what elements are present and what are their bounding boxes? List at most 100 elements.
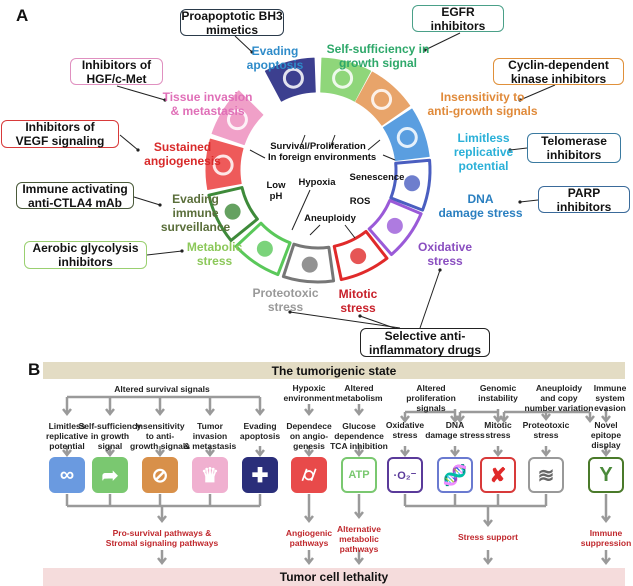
panel-a-letter: A <box>16 6 29 25</box>
drug-box-glycolysis-inhibitors: Aerobic glycolysis inhibitors <box>24 241 147 269</box>
tumorigenic-state-bar: The tumorigenic state <box>43 362 625 379</box>
atp-icon: ATP <box>341 457 377 493</box>
outcome-angiogenic: Angiogenic pathways <box>285 528 333 548</box>
flow-arrow <box>304 515 314 524</box>
inner-arrow <box>344 224 356 239</box>
flow-arrow <box>400 449 410 458</box>
drug-box-anti-ctla4: Immune activating anti-CTLA4 mAb <box>16 182 134 210</box>
chromosome-segment <box>332 229 389 282</box>
hallmark-label-insensitivity: Insensitivity to anti-growth signals <box>427 90 538 118</box>
ros-label: ROS <box>349 196 371 207</box>
superoxide-icon: ·O₂⁻ <box>387 457 423 493</box>
hallmark-label: Tumor invasion & metastasis <box>183 421 237 451</box>
chromosome-icon: ✘ <box>480 457 516 493</box>
hallmark-label-angiogenesis: Sustained angiogenesis <box>144 140 221 168</box>
hallmark-label-self-sufficiency: Self-sufficiency in growth signal <box>326 42 430 70</box>
drug-arrow <box>146 250 183 256</box>
flow-arrow <box>255 449 265 458</box>
hallmark-label-invasion: Tissue invasion & metastasis <box>162 90 253 118</box>
outcome-pro-survival: Pro-survival pathways & Stromal signalin… <box>105 528 219 548</box>
hallmark-label-oxidative: Oxidative stress <box>417 240 473 268</box>
hallmark-label: Limitless replicative potential <box>45 421 89 451</box>
inner-arrow <box>291 189 311 231</box>
hallmark-label: Novel epitope display <box>590 420 622 450</box>
flow-arrow <box>541 449 551 458</box>
no-sign-icon: ⊘ <box>142 457 178 493</box>
flow-arrow <box>304 408 314 417</box>
group-altered-survival: Altered survival signals <box>114 384 210 394</box>
group-aneuploidy: Aneuploidy and copy number variation <box>524 383 594 413</box>
drug-box-egfr-inhibitors: EGFR inhibitors <box>412 5 504 33</box>
flow-arrow <box>483 557 493 566</box>
hallmark-label: Proteotoxic stress <box>522 420 570 440</box>
chromosome-icon <box>350 248 367 265</box>
group-immune-evasion: Immune system evasion <box>593 383 627 413</box>
arrow-icon <box>332 67 354 89</box>
dna-segment <box>389 158 432 212</box>
drug-arrow <box>133 196 161 206</box>
flow-arrow <box>601 515 611 524</box>
flow-arrow <box>255 408 265 417</box>
antibody-icon: Y <box>588 457 624 493</box>
inner-arrow <box>382 154 396 161</box>
outcome-immune-suppression: Immune suppression <box>580 528 632 548</box>
flow-arrow <box>354 511 364 520</box>
hallmark-label: Mitotic stress <box>484 420 512 440</box>
protein-icon <box>301 256 318 273</box>
hallmark-label-immune: Evading immune surveillance <box>160 192 231 234</box>
hallmark-label-dna-damage: DNA damage stress <box>438 192 523 220</box>
hallmark-label: Dependece on angio- genesis <box>286 421 332 451</box>
vessel-icon: ⌭ <box>291 457 327 493</box>
drug-box-anti-inflammatory: Selective anti- inflammatory drugs <box>360 328 490 357</box>
panel-b-letter: B <box>28 360 41 379</box>
hallmark-label: Evading apoptosis <box>239 421 281 441</box>
hallmark-label: Glucose dependence TCA inhibition <box>330 421 388 451</box>
atp-icon <box>256 240 273 257</box>
protein-icon: ≋ <box>528 457 564 493</box>
outcome-stress-support: Stress support <box>458 532 518 542</box>
drug-box-vegf-inhibitors: Inhibitors of VEGF signaling <box>1 120 119 148</box>
drug-box-bh3-mimetics: Proapoptotic BH3 mimetics <box>180 8 284 37</box>
arrow-head <box>438 268 442 272</box>
dna-icon: 🧬 <box>437 457 473 493</box>
hallmark-label-proteotoxic: Proteotoxic stress <box>252 286 319 314</box>
flow-arrow <box>601 449 611 458</box>
no-sign-segment <box>355 71 411 126</box>
drug-arrow <box>116 85 166 101</box>
group-genomic-instability: Genomic instability <box>478 383 518 403</box>
hallmark-label-mitotic: Mitotic stress <box>338 287 378 315</box>
hallmark-label-metabolic: Metabolic stress <box>186 240 243 268</box>
flow-arrow <box>62 408 72 417</box>
hallmark-label-evading-apoptosis: Evading apoptosis <box>246 44 304 72</box>
superoxide-icon <box>386 217 403 234</box>
low-ph-label: Low pH <box>266 180 286 202</box>
infinity-icon <box>396 127 418 149</box>
center-text: Survival/Proliferation In foreign enviro… <box>268 141 377 163</box>
drug-arrow <box>119 134 139 151</box>
tumor-cell-lethality-bar: Tumor cell lethality <box>43 568 625 586</box>
flow-arrow <box>541 413 551 422</box>
inner-arrow <box>309 224 321 236</box>
crown-icon: ♛ <box>192 457 228 493</box>
hallmark-label-limitless: Limitless replicative potential <box>453 131 514 173</box>
drug-box-telomerase-inhibitors: Telomerase inhibitors <box>527 133 621 163</box>
flow-arrow <box>354 557 364 566</box>
drug-arrow <box>419 269 441 329</box>
drug-box-cdk-inhibitors: Cyclin-dependent kinase inhibitors <box>493 58 624 86</box>
flow-arrow <box>493 449 503 458</box>
infinity-icon: ∞ <box>49 457 85 493</box>
arrow-icon: ➦ <box>92 457 128 493</box>
group-hypoxic: Hypoxic environment <box>283 383 335 403</box>
cross-icon: ✚ <box>242 457 278 493</box>
flow-arrow <box>157 557 167 566</box>
flow-arrow <box>450 449 460 458</box>
hallmark-label: Insensitivity to anti- growth signals <box>130 421 190 451</box>
hypoxia-label: Hypoxia <box>298 177 336 188</box>
flow-arrow <box>157 515 167 524</box>
flow-arrow <box>354 408 364 417</box>
senescence-label: Senescence <box>349 172 405 183</box>
flow-arrow <box>483 519 493 528</box>
drug-box-parp-inhibitors: PARP inhibitors <box>538 186 630 214</box>
flow-arrow <box>155 408 165 417</box>
flow-arrow <box>205 408 215 417</box>
